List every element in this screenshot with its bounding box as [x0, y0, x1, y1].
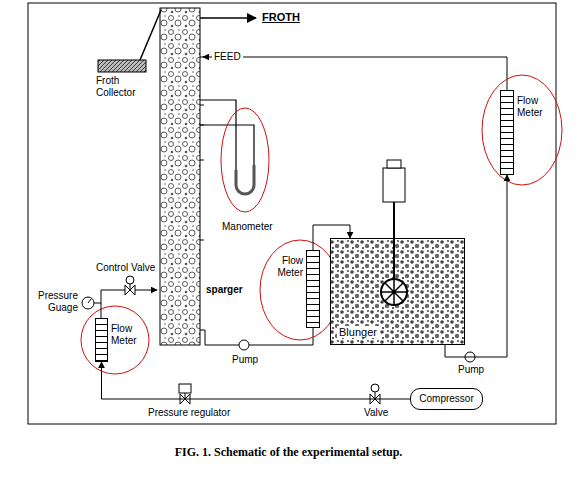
- froth-launder: [140, 10, 161, 60]
- part-label: Manometer: [222, 221, 273, 233]
- motor-body: [383, 168, 405, 202]
- air-line: [101, 290, 157, 318]
- pipe-connector: [445, 175, 507, 357]
- pipe-connector: [102, 362, 411, 399]
- node-label: Blunger: [337, 326, 379, 338]
- pump-symbol: [239, 340, 249, 350]
- flow-meter: Flow Meter: [500, 90, 514, 175]
- part-label: Valve: [364, 407, 388, 419]
- recycle-line: [249, 328, 313, 345]
- motor-cap: [387, 160, 401, 168]
- slurry-texture: [331, 239, 464, 344]
- control-valve-symbol: [125, 285, 135, 295]
- feed-line: [203, 57, 507, 90]
- regulator-body: [179, 384, 191, 393]
- flow-meter: Flow Meter: [306, 250, 320, 328]
- tailings-line: [200, 330, 239, 345]
- highlight-ellipse: [81, 306, 149, 374]
- valve-stem: [375, 392, 376, 399]
- blunger-tank: Blunger: [330, 238, 465, 345]
- impeller-blades: [381, 279, 407, 305]
- manometer-liquid: [236, 165, 254, 194]
- node-label: Compressor: [419, 393, 474, 405]
- node-label: Flow Meter: [111, 323, 147, 347]
- froth-arrow: [200, 17, 256, 19]
- column-ports: [200, 57, 204, 240]
- valve-handle: [126, 276, 134, 284]
- gauge-needle: [88, 299, 91, 303]
- node-label: Flow Meter: [517, 95, 553, 119]
- froth-collector: [98, 60, 146, 72]
- pressure-gauge-symbol: [82, 297, 94, 309]
- figure-frame: [28, 3, 556, 424]
- stream-label: FROTH: [262, 11, 300, 23]
- part-label: Control Valve: [96, 262, 155, 274]
- part-label: Pressure regulator: [148, 407, 230, 419]
- part-label: Pump: [232, 354, 258, 366]
- valve-handle: [371, 384, 379, 392]
- part-label: sparger: [206, 284, 243, 296]
- gauge-line: [94, 303, 101, 304]
- part-label: Pressure Guage: [30, 290, 78, 314]
- impeller: [381, 279, 407, 305]
- manometer-tube: [200, 100, 254, 194]
- flotation-column: [160, 8, 200, 345]
- stirrer-shaft: [393, 202, 395, 280]
- part-label: Froth Collector: [96, 75, 148, 99]
- compressor-box: Compressor: [410, 388, 483, 410]
- stream-label: FEED: [212, 51, 243, 63]
- node-label: Flow Meter: [267, 255, 303, 279]
- flow-meter: Flow Meter: [95, 318, 108, 362]
- highlight-ellipse: [221, 108, 269, 212]
- valve-stem: [130, 284, 131, 290]
- highlight-ellipse: [260, 240, 340, 340]
- figure-caption: FIG. 1. Schematic of the experimental se…: [0, 446, 577, 458]
- part-label: Pump: [458, 364, 484, 376]
- highlight-ellipse: [482, 75, 562, 185]
